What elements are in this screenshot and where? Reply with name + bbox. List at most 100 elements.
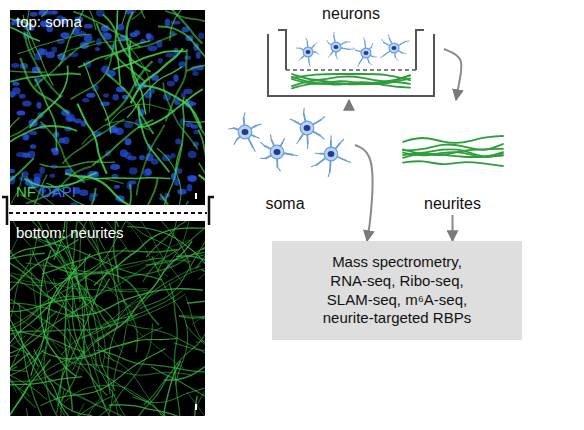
neurofilament (71, 42, 114, 99)
neuron-cell (353, 38, 376, 67)
nucleus (10, 169, 15, 174)
nucleus (12, 87, 21, 94)
cell-body (300, 121, 314, 135)
neurofilament (179, 307, 205, 321)
bracket-right (209, 197, 214, 225)
neurofilament (113, 375, 169, 416)
bracket-left (2, 197, 7, 225)
neurofilament (108, 258, 119, 395)
dendrite (315, 153, 320, 155)
cell-nucleus (334, 45, 339, 49)
neurofilament (10, 341, 20, 360)
dendrite (328, 172, 330, 177)
nucleus (74, 118, 82, 123)
dendrite (255, 136, 260, 138)
dendrite (349, 48, 353, 49)
neurofilament (10, 386, 28, 416)
dendrite (244, 113, 245, 118)
neurofilament (10, 117, 19, 185)
nucleus (198, 32, 204, 39)
neurofilament (47, 262, 159, 325)
membrane-dashed-line (9, 212, 207, 214)
nucleus (22, 101, 32, 107)
dendrite (307, 143, 308, 148)
panel-label: top: soma (16, 13, 82, 31)
neurofilament (10, 359, 51, 416)
neurofilament (82, 227, 138, 352)
nucleus (12, 82, 20, 86)
node-label: soma (265, 194, 304, 213)
dendrite (314, 43, 317, 46)
nucleus (175, 138, 181, 144)
neurofilament (169, 283, 180, 416)
cell-body (303, 47, 313, 57)
neurofilament (96, 350, 205, 375)
nucleus (24, 135, 29, 140)
well-wall (268, 34, 434, 96)
neurofilament (157, 148, 181, 205)
neurofilament (174, 326, 205, 350)
neurofilament (10, 403, 84, 416)
neurite-fiber (403, 161, 503, 166)
neuron-cell (229, 113, 261, 151)
dendrite (306, 38, 308, 41)
neurofilament (101, 320, 128, 416)
neurofilament (10, 73, 81, 82)
node-label: neurites (424, 194, 481, 213)
neurofilament (107, 74, 154, 134)
flow-arrow (444, 49, 462, 100)
neurofilament (138, 10, 158, 19)
neurite-fiber (292, 74, 410, 81)
neurofilament (199, 163, 205, 205)
nucleus (187, 175, 197, 181)
nucleus (145, 168, 152, 175)
neurofilament (10, 350, 44, 416)
neurite-fiber (403, 144, 503, 150)
insert-wall (278, 30, 286, 70)
nucleus (151, 158, 159, 164)
neurofilament (115, 178, 158, 205)
neuron-cell (327, 32, 353, 59)
neurofilament (64, 385, 172, 416)
dendrite (282, 139, 284, 143)
neurofilament (26, 255, 109, 365)
dendrite (382, 39, 384, 42)
neuron-cell (296, 38, 319, 66)
nucleus (178, 61, 186, 67)
neurofilament (63, 119, 125, 163)
dendrite (340, 139, 344, 143)
cell-nucleus (306, 50, 311, 54)
dendrite (299, 58, 302, 60)
dendrite (316, 52, 319, 54)
nucleus (86, 93, 95, 98)
nucleus (46, 51, 55, 58)
dendrite (369, 63, 372, 65)
neurofilament (187, 286, 205, 304)
cell-nucleus (364, 51, 369, 55)
nucleus (125, 138, 132, 145)
nucleus (147, 34, 155, 41)
flow-arrow (452, 215, 454, 241)
nucleus (82, 98, 89, 102)
cell-body (389, 43, 399, 53)
neurofilament (10, 253, 45, 269)
neurofilament (146, 243, 205, 264)
cell-nucleus (328, 151, 335, 157)
nucleus (27, 151, 35, 158)
dendrite (353, 48, 356, 51)
dendrite (297, 139, 300, 143)
micrograph-panel: top: somaNFDAPI (10, 10, 205, 205)
neurofilament (10, 353, 30, 384)
neurofilament (41, 122, 85, 183)
nucleus (39, 167, 45, 174)
neuron-cell (380, 35, 409, 61)
neurofilament (97, 23, 145, 81)
nucleus (188, 176, 197, 183)
nucleus (117, 24, 125, 30)
dendrite (309, 63, 311, 67)
nucleus (36, 102, 41, 109)
soma-illustration: soma (215, 100, 355, 213)
micrograph (10, 10, 205, 205)
neuron-cell (261, 135, 298, 171)
cell-body (331, 42, 341, 52)
